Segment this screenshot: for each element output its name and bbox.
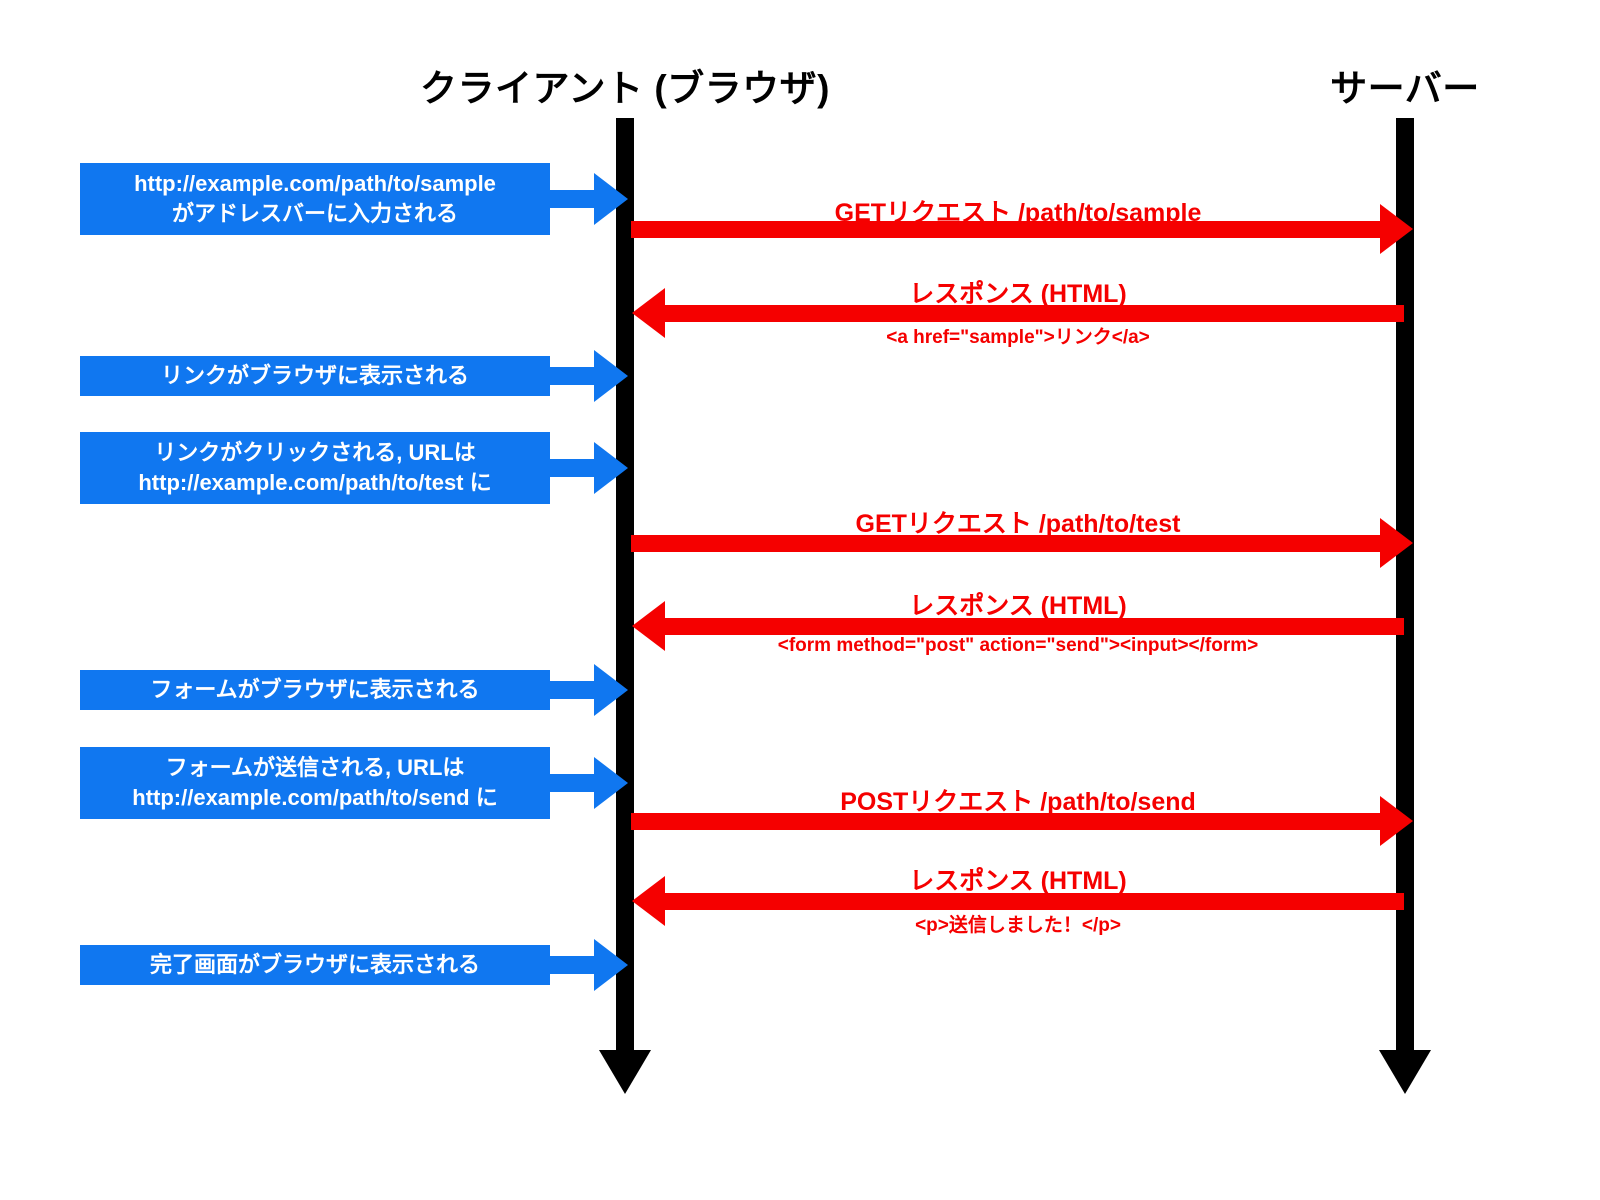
- message-arrowhead-right-icon: [1380, 796, 1413, 846]
- note-connector-arrow-icon: [594, 350, 628, 402]
- note-line: http://example.com/path/to/sample: [134, 171, 496, 196]
- note-line: http://example.com/path/to/test に: [138, 470, 492, 495]
- note-connector-shaft: [550, 459, 601, 477]
- note-complete-displayed: 完了画面がブラウザに表示される: [80, 945, 550, 985]
- note-url-entered: http://example.com/path/to/sample がアドレスバ…: [80, 163, 550, 235]
- message-shaft: [647, 305, 1404, 322]
- note-line: http://example.com/path/to/send に: [132, 785, 498, 810]
- message-label: GETリクエスト /path/to/test: [855, 510, 1181, 538]
- note-connector-shaft: [550, 190, 601, 208]
- message-shaft: [647, 618, 1404, 635]
- note-connector-shaft: [550, 367, 601, 385]
- note-link-clicked: リンクがクリックされる, URLは http://example.com/pat…: [80, 432, 550, 504]
- note-line: 完了画面がブラウザに表示される: [149, 952, 480, 977]
- message-arrowhead-left-icon: [632, 288, 665, 338]
- note-connector-shaft: [550, 956, 601, 974]
- message-sublabel: <p>送信しました！</p>: [915, 915, 1121, 936]
- client-lifeline-title: クライアント (ブラウザ): [420, 68, 830, 109]
- note-line: リンクがブラウザに表示される: [160, 363, 469, 388]
- note-form-submitted: フォームが送信される, URLは http://example.com/path…: [80, 747, 550, 819]
- message-shaft: [631, 535, 1383, 552]
- note-line: リンクがクリックされる, URLは: [154, 440, 476, 465]
- message-label: レスポンス (HTML): [909, 592, 1127, 620]
- server-lifeline-arrowhead-icon: [1379, 1050, 1431, 1094]
- note-connector-shaft: [550, 681, 601, 699]
- message-arrowhead-right-icon: [1380, 518, 1413, 568]
- message-shaft: [647, 893, 1404, 910]
- client-lifeline-arrowhead-icon: [599, 1050, 651, 1094]
- message-label: レスポンス (HTML): [909, 280, 1127, 308]
- message-label: POSTリクエスト /path/to/send: [840, 788, 1196, 816]
- note-connector-arrow-icon: [594, 757, 628, 809]
- message-arrowhead-left-icon: [632, 876, 665, 926]
- message-arrowhead-right-icon: [1380, 204, 1413, 254]
- note-form-displayed: フォームがブラウザに表示される: [80, 670, 550, 710]
- message-shaft: [631, 221, 1383, 238]
- note-connector-arrow-icon: [594, 442, 628, 494]
- message-arrowhead-left-icon: [632, 601, 665, 651]
- note-line: フォームがブラウザに表示される: [150, 677, 480, 702]
- note-connector-shaft: [550, 774, 601, 792]
- server-lifeline-title: サーバー: [1330, 68, 1480, 109]
- note-line: フォームが送信される, URLは: [165, 755, 465, 780]
- message-sublabel: <a href="sample">リンク</a>: [886, 327, 1150, 348]
- note-connector-arrow-icon: [594, 664, 628, 716]
- message-sublabel: <form method="post" action="send"><input…: [777, 635, 1259, 656]
- note-connector-arrow-icon: [594, 173, 628, 225]
- note-link-displayed: リンクがブラウザに表示される: [80, 356, 550, 396]
- note-connector-arrow-icon: [594, 939, 628, 991]
- message-label: レスポンス (HTML): [909, 867, 1127, 895]
- server-lifeline-bar: [1396, 118, 1414, 1055]
- message-shaft: [631, 813, 1383, 830]
- note-line: がアドレスバーに入力される: [171, 201, 458, 226]
